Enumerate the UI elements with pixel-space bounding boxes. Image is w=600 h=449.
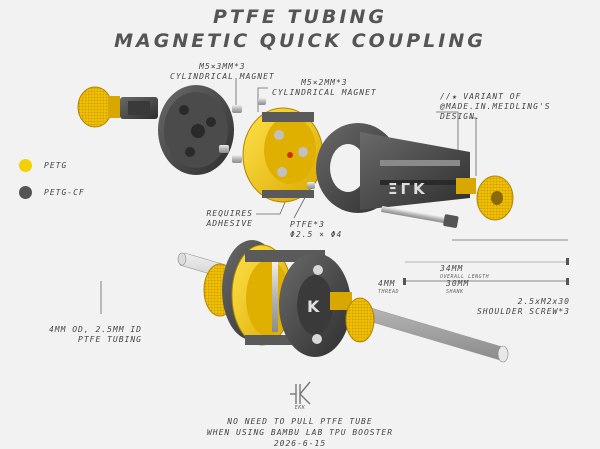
label-ptfe-tubing: 4MM OD, 2.5MM ID PTFE TUBING: [48, 325, 142, 344]
clamp-logo-text: ΞΓK: [388, 180, 428, 198]
title-line-2: MAGNETIC QUICK COUPLING: [114, 30, 486, 52]
upper-tube-sleeve: [120, 97, 158, 119]
lower-assembled-coupling: [203, 240, 351, 357]
label-ptfe-size: PTFE*3 Φ2.5 × Φ4: [290, 220, 343, 239]
upper-yellow-disc: [242, 107, 324, 203]
footer-note: NO NEED TO PULL PTFE TUBE WHEN USING BAM…: [206, 417, 394, 448]
cylindrical-magnets-3mm: [219, 105, 242, 163]
label-thread-length: 4MM THREAD: [378, 279, 400, 295]
legend-swatch-petg: [19, 159, 32, 172]
upper-knurled-nut-right: [456, 175, 514, 221]
coupling-k-mark: K: [307, 297, 320, 316]
upper-knurled-nut-left: [77, 86, 120, 128]
logo-subtext: EKK: [294, 405, 306, 411]
title-line-1: PTFE TUBING: [213, 6, 387, 28]
shoulder-screw: [381, 206, 459, 228]
legend-swatch-petg-cf: [19, 186, 32, 199]
upper-dark-clamp: [316, 123, 470, 213]
label-overall-length: 34MM OVERALL LENGTH: [440, 264, 490, 280]
label-shank-length: 30MM SHANK: [446, 279, 470, 295]
label-requires-adhesive: REQUIRES ADHESIVE: [206, 209, 253, 228]
cylindrical-magnets-2mm: [258, 98, 315, 189]
ekk-logo-icon: [290, 381, 311, 405]
lower-knurled-nut: [330, 292, 375, 343]
legend-label-petg-cf: PETG-CF: [44, 188, 85, 197]
label-variant-credit: //★ VARIANT OF @MADE.IN.MEIDLING'S DESIG…: [440, 92, 551, 121]
upper-dark-disc: [158, 85, 234, 175]
label-shoulder-screw: 2.5xM2x30 SHOULDER SCREW*3: [476, 297, 570, 316]
leader-lines: [100, 78, 568, 314]
label-magnet-3mm: M5×3MM*3 CYLINDRICAL MAGNET: [170, 62, 275, 81]
legend-label-petg: PETG: [44, 161, 68, 170]
label-magnet-2mm: M5×2MM*3 CYLINDRICAL MAGNET: [272, 78, 377, 97]
